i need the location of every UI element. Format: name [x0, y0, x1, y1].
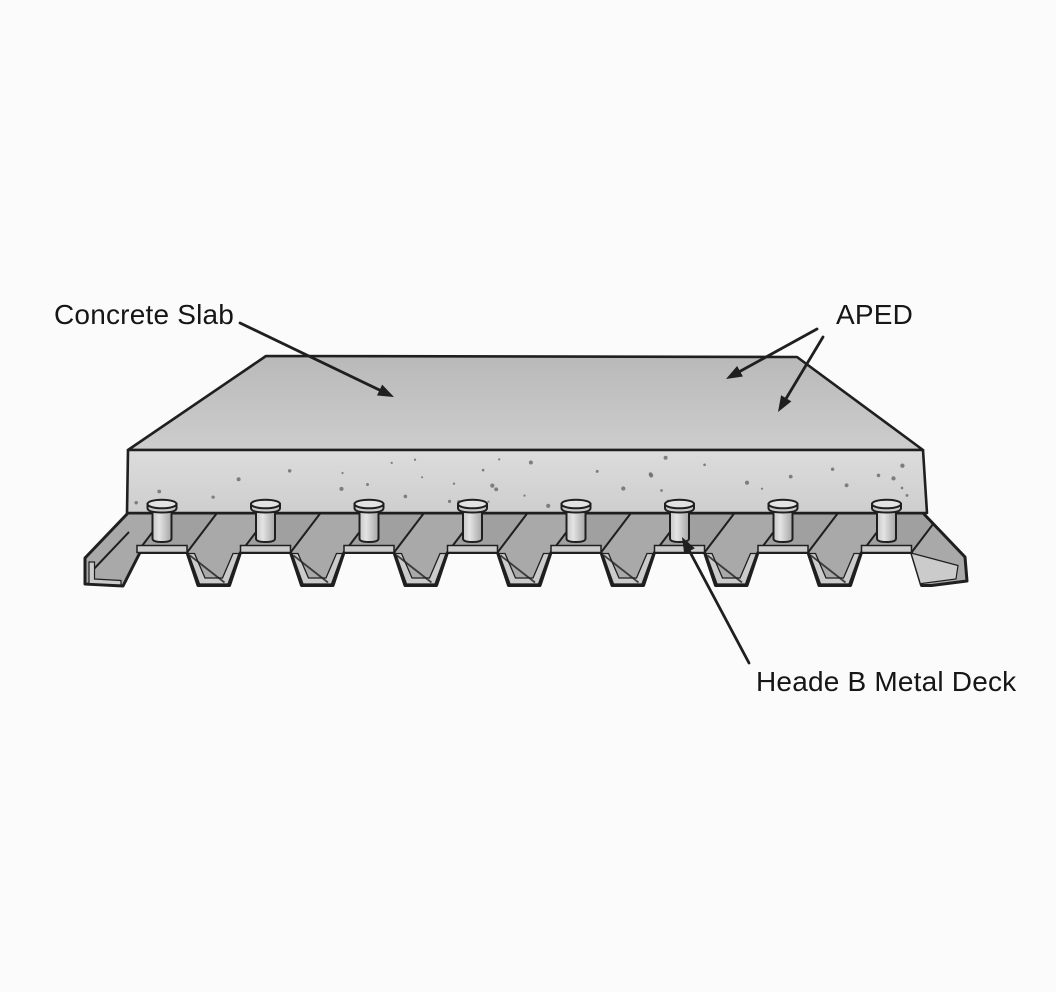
metal-deck-shape: [83, 511, 969, 588]
concrete-slab-label: Concrete Slab: [54, 299, 235, 330]
shear-stud: [767, 498, 799, 544]
shear-stud: [560, 498, 592, 544]
slab-front-face: [125, 448, 929, 515]
aped-arrow-2: [778, 335, 825, 412]
concrete-slab-shape: [125, 354, 929, 515]
shear-stud: [250, 498, 281, 544]
metal-deck-arrow: [682, 537, 751, 665]
aped-label: APED: [836, 299, 914, 330]
aped-arrow-1: [726, 327, 819, 379]
shear-stud: [457, 498, 488, 544]
concrete-slab-arrow: [238, 321, 394, 397]
metal-deck-label: Heade B Metal Deck: [756, 666, 1017, 697]
shear-stud: [664, 498, 695, 544]
shear-stud: [353, 498, 385, 544]
annotation-arrows: [238, 321, 825, 665]
shear-stud: [146, 498, 178, 544]
shear-studs: [146, 498, 902, 544]
shear-stud: [871, 498, 902, 544]
